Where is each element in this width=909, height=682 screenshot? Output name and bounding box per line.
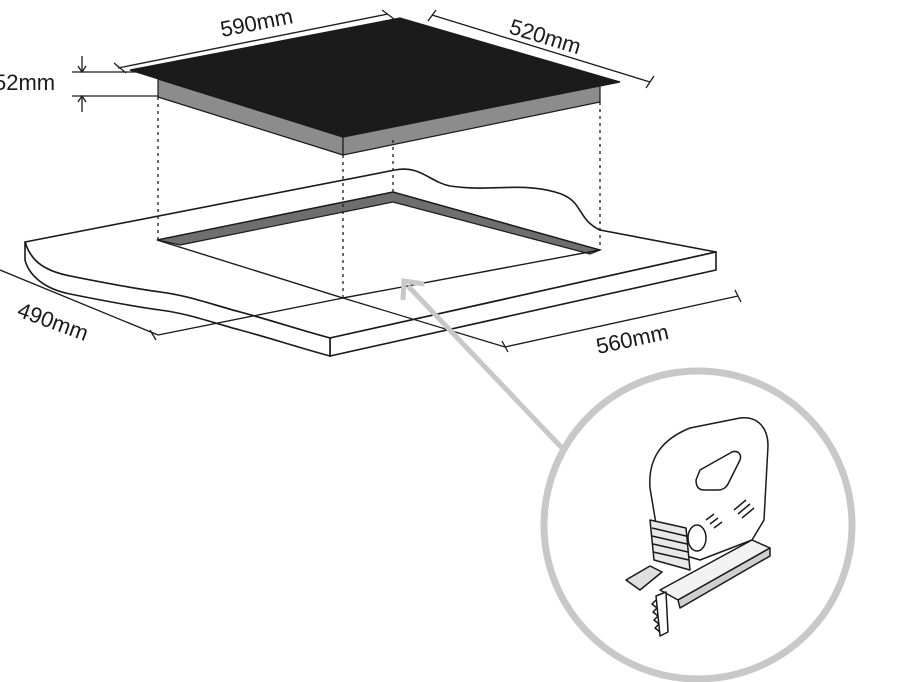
jigsaw-rib bbox=[651, 527, 687, 537]
dim-tick bbox=[113, 62, 127, 74]
jigsaw-base-plate-edge bbox=[677, 547, 771, 609]
dim-tick bbox=[734, 289, 742, 303]
jigsaw-guide bbox=[625, 565, 663, 591]
hob-top-surface bbox=[129, 17, 621, 138]
dim-tick bbox=[149, 329, 157, 341]
dim-line-cutout-depth bbox=[0, 269, 159, 336]
alignment-lines bbox=[157, 97, 601, 298]
jigsaw-rib bbox=[652, 551, 690, 561]
worktop-front-edge-left bbox=[24, 241, 331, 358]
dim-arrowhead bbox=[77, 94, 87, 103]
dim-line-hob-width bbox=[117, 13, 389, 69]
jigsaw-blade-teeth bbox=[651, 599, 661, 633]
label-hob-width: 590mm bbox=[218, 3, 295, 42]
projection-line bbox=[157, 297, 344, 336]
dim-tick bbox=[427, 9, 437, 22]
worktop-surface bbox=[23, 168, 717, 339]
dim-line-cutout-width bbox=[504, 295, 739, 348]
jigsaw-grip bbox=[705, 513, 723, 529]
label-hob-height: 52mm bbox=[0, 70, 55, 95]
dim-tick bbox=[645, 75, 655, 89]
hob bbox=[129, 17, 621, 156]
worktop bbox=[23, 168, 717, 358]
jigsaw-icon bbox=[625, 417, 771, 637]
jigsaw-rib bbox=[651, 535, 688, 545]
jigsaw-grip bbox=[733, 499, 755, 519]
dim-arrowhead bbox=[77, 65, 87, 74]
projection-line bbox=[342, 297, 506, 348]
arrowhead-icon bbox=[400, 278, 425, 301]
jigsaw-rib bbox=[652, 543, 689, 553]
jigsaw-handle-opening bbox=[695, 450, 742, 491]
arrow-icon bbox=[406, 284, 564, 450]
dim-tick bbox=[381, 9, 395, 20]
jigsaw-knob bbox=[687, 524, 707, 552]
label-cutout-depth: 490mm bbox=[14, 297, 91, 346]
dim-line-hob-depth bbox=[431, 14, 651, 83]
dimension-lines bbox=[0, 9, 742, 353]
